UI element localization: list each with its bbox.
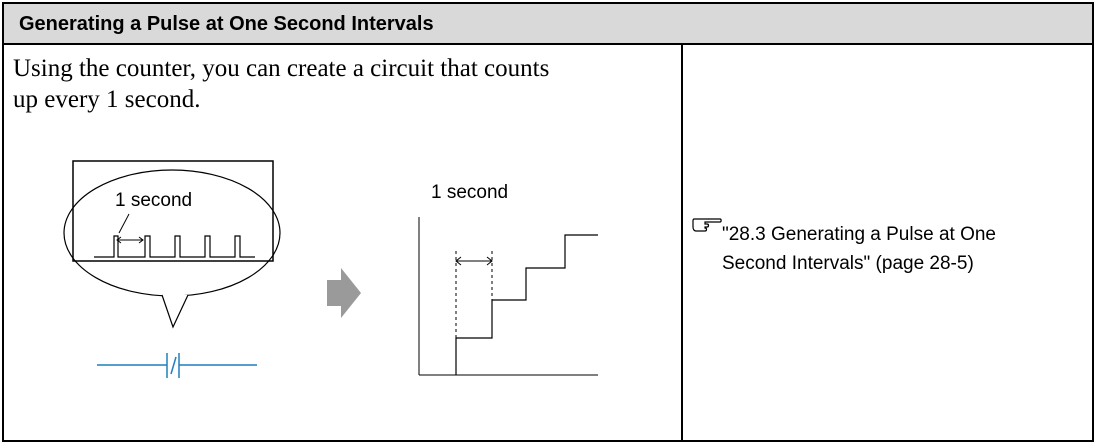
pointing-hand-icon: [692, 218, 722, 232]
normally-closed-contact-icon: [97, 353, 257, 378]
reference-line-2: Second Intervals" (page 28-5): [722, 253, 974, 274]
pulse-interval-label: 1 second: [115, 190, 192, 211]
callout-ellipse: [63, 169, 281, 297]
section-title: Generating a Pulse at One Second Interva…: [19, 13, 434, 35]
column-divider: [681, 45, 683, 442]
callout-tail: [161, 294, 189, 329]
description-line-1: Using the counter, you can create a circ…: [13, 55, 550, 82]
label-leader-line: [118, 213, 130, 234]
pulse-train: [94, 235, 255, 258]
reference-line-1: "28.3 Generating a Pulse at One: [722, 224, 996, 245]
description-line-2: up every 1 second.: [13, 86, 201, 113]
reference-link[interactable]: "28.3 Generating a Pulse at One Second I…: [692, 218, 996, 278]
pulse-diagram: 1 second 1 second: [63, 160, 598, 378]
description-text: Using the counter, you can create a circ…: [13, 53, 663, 115]
table-header: Generating a Pulse at One Second Interva…: [4, 4, 1092, 45]
step-count-line: [455, 234, 598, 375]
step-interval-label: 1 second: [431, 182, 508, 203]
right-arrow-icon: [327, 268, 361, 318]
callout-rectangle: [72, 160, 274, 262]
